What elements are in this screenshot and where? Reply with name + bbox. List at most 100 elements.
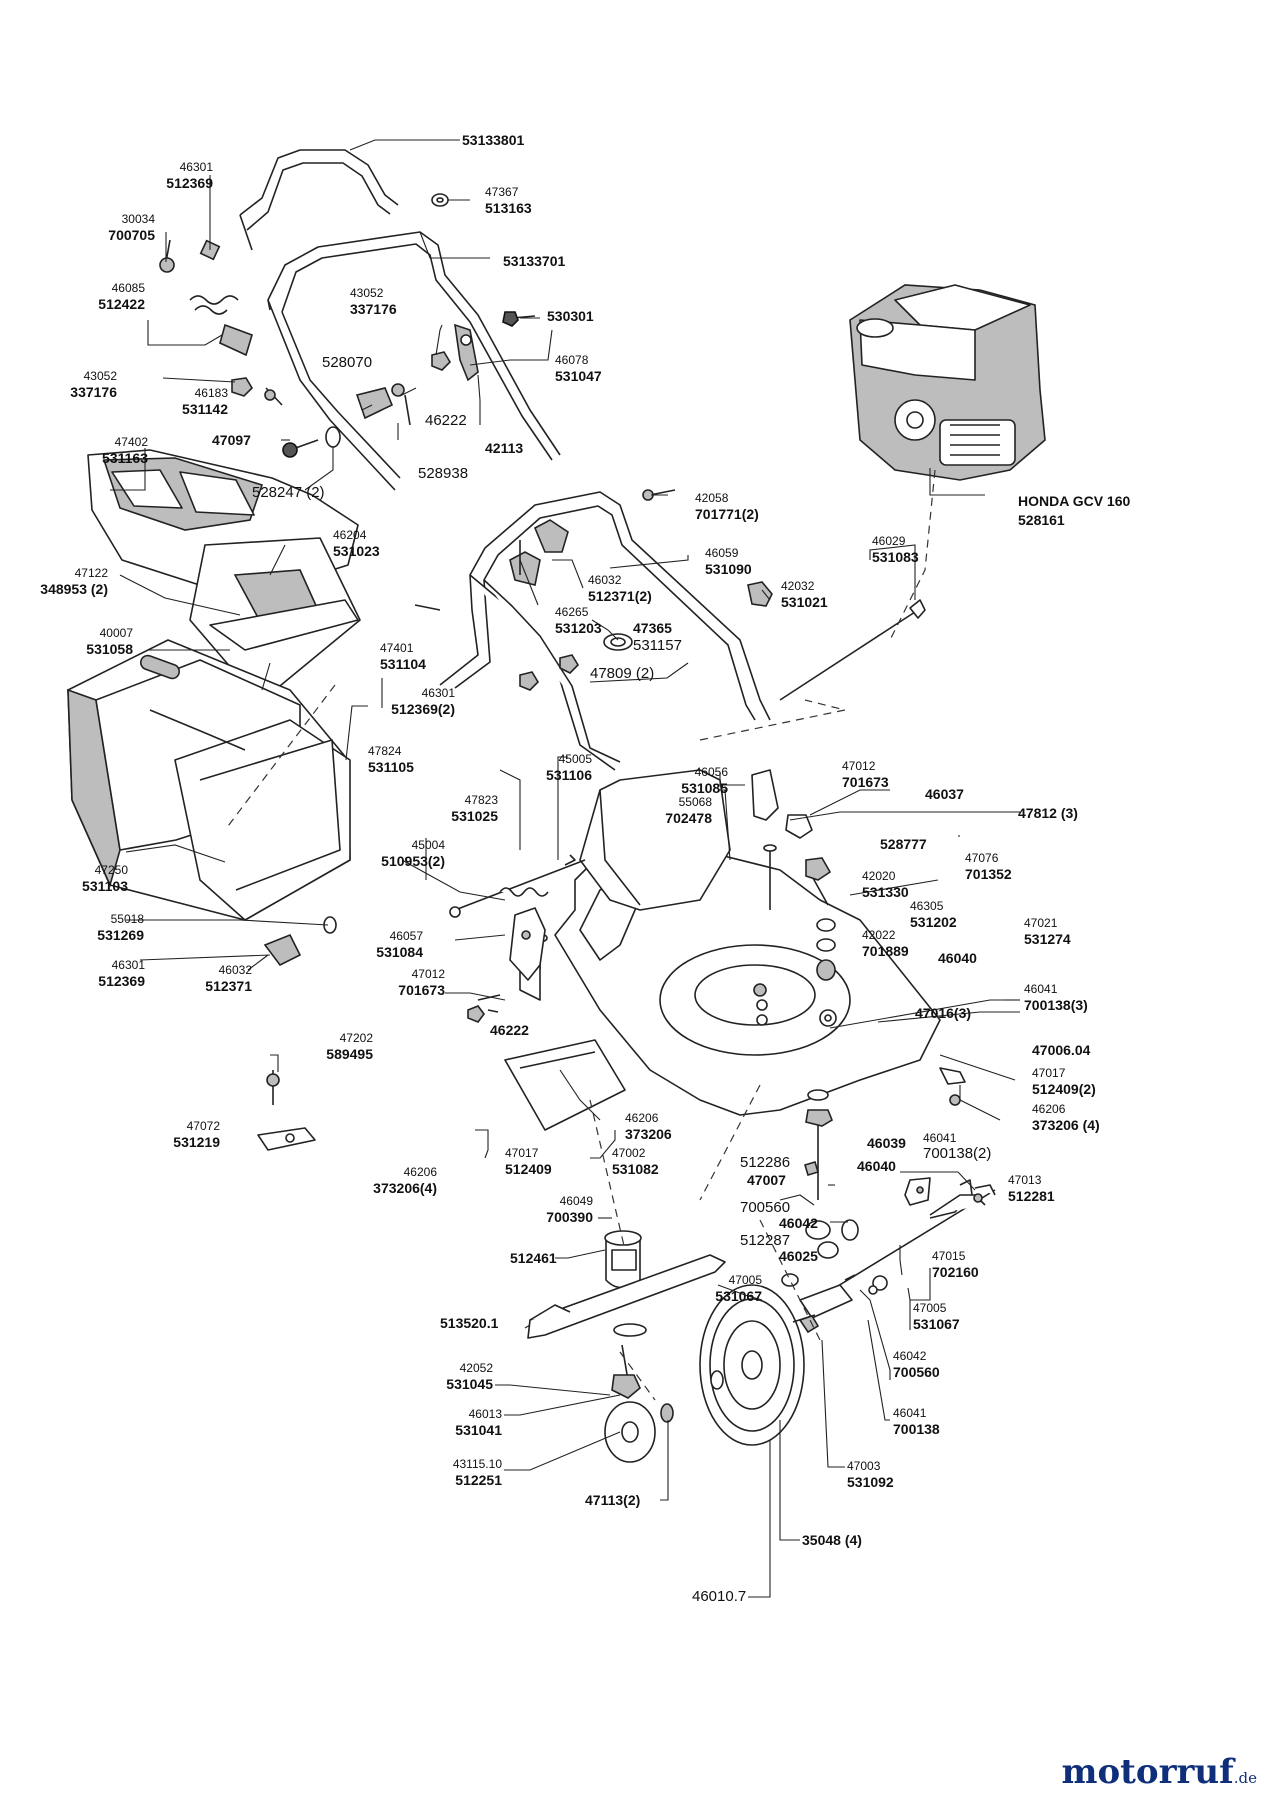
rear-bracket	[751, 769, 779, 821]
handle-screw-set	[282, 311, 536, 458]
middle-handle-bar	[267, 231, 561, 491]
part-label: 531157	[633, 637, 682, 654]
leader-lines	[110, 139, 1020, 1598]
part-label: 47365	[633, 620, 672, 636]
rear-flap	[504, 1039, 626, 1131]
handle-rod	[779, 599, 926, 701]
part-label: 528777	[880, 836, 927, 852]
assembly-dash-lines	[224, 469, 936, 1401]
part-label: 46039	[867, 1135, 906, 1151]
spring-bolt-assembly	[159, 239, 283, 406]
part-label: 46042	[779, 1215, 818, 1231]
part-label: 512461	[510, 1250, 557, 1266]
part-label: 46222	[425, 412, 467, 429]
grass-box	[67, 639, 351, 921]
part-label: HONDA GCV 160	[1018, 493, 1131, 509]
part-label: 700560	[740, 1199, 791, 1216]
part-label: 47809 (2)	[590, 665, 655, 682]
part-label: 46222	[490, 1022, 529, 1038]
part-label: 53133801	[462, 132, 525, 148]
part-label: 530301	[547, 308, 594, 324]
upper-handle-bar	[239, 149, 399, 251]
part-label: 35048 (4)	[802, 1532, 862, 1548]
engine-honda	[849, 284, 1046, 481]
bolt-and-tag	[257, 1070, 316, 1151]
part-label: 528161	[1018, 512, 1065, 528]
side-bracket	[477, 907, 546, 1001]
drive-shaft-parts	[781, 1089, 859, 1287]
cable-holder	[355, 387, 394, 420]
part-label: 46040	[938, 950, 977, 966]
grass-box-flap	[189, 537, 361, 691]
part-label: 53133701	[503, 253, 566, 269]
dust-cover-disc	[604, 1401, 656, 1463]
part-label: 47006.04	[1032, 1042, 1091, 1058]
blade-adapter	[604, 1230, 642, 1289]
part-label: 46037	[925, 786, 964, 802]
grass-box-bracket-parts	[263, 916, 337, 967]
rear-wheel	[699, 1284, 805, 1446]
part-label: 46040	[857, 1158, 896, 1174]
brand-watermark: motorruf.de	[1061, 1752, 1257, 1792]
part-label: 46025	[779, 1248, 818, 1264]
front-axle	[799, 1177, 996, 1319]
wheel-hub-parts	[660, 1314, 820, 1423]
lower-handle-bar	[439, 491, 771, 771]
blade	[527, 1254, 726, 1339]
part-label: 512286	[740, 1154, 791, 1171]
part-label: 47113(2)	[585, 1492, 641, 1508]
part-label: 528070	[322, 354, 373, 371]
part-label: 47007	[747, 1172, 786, 1188]
spring-rod-assembly	[449, 854, 586, 918]
part-label: 42113	[485, 440, 524, 456]
